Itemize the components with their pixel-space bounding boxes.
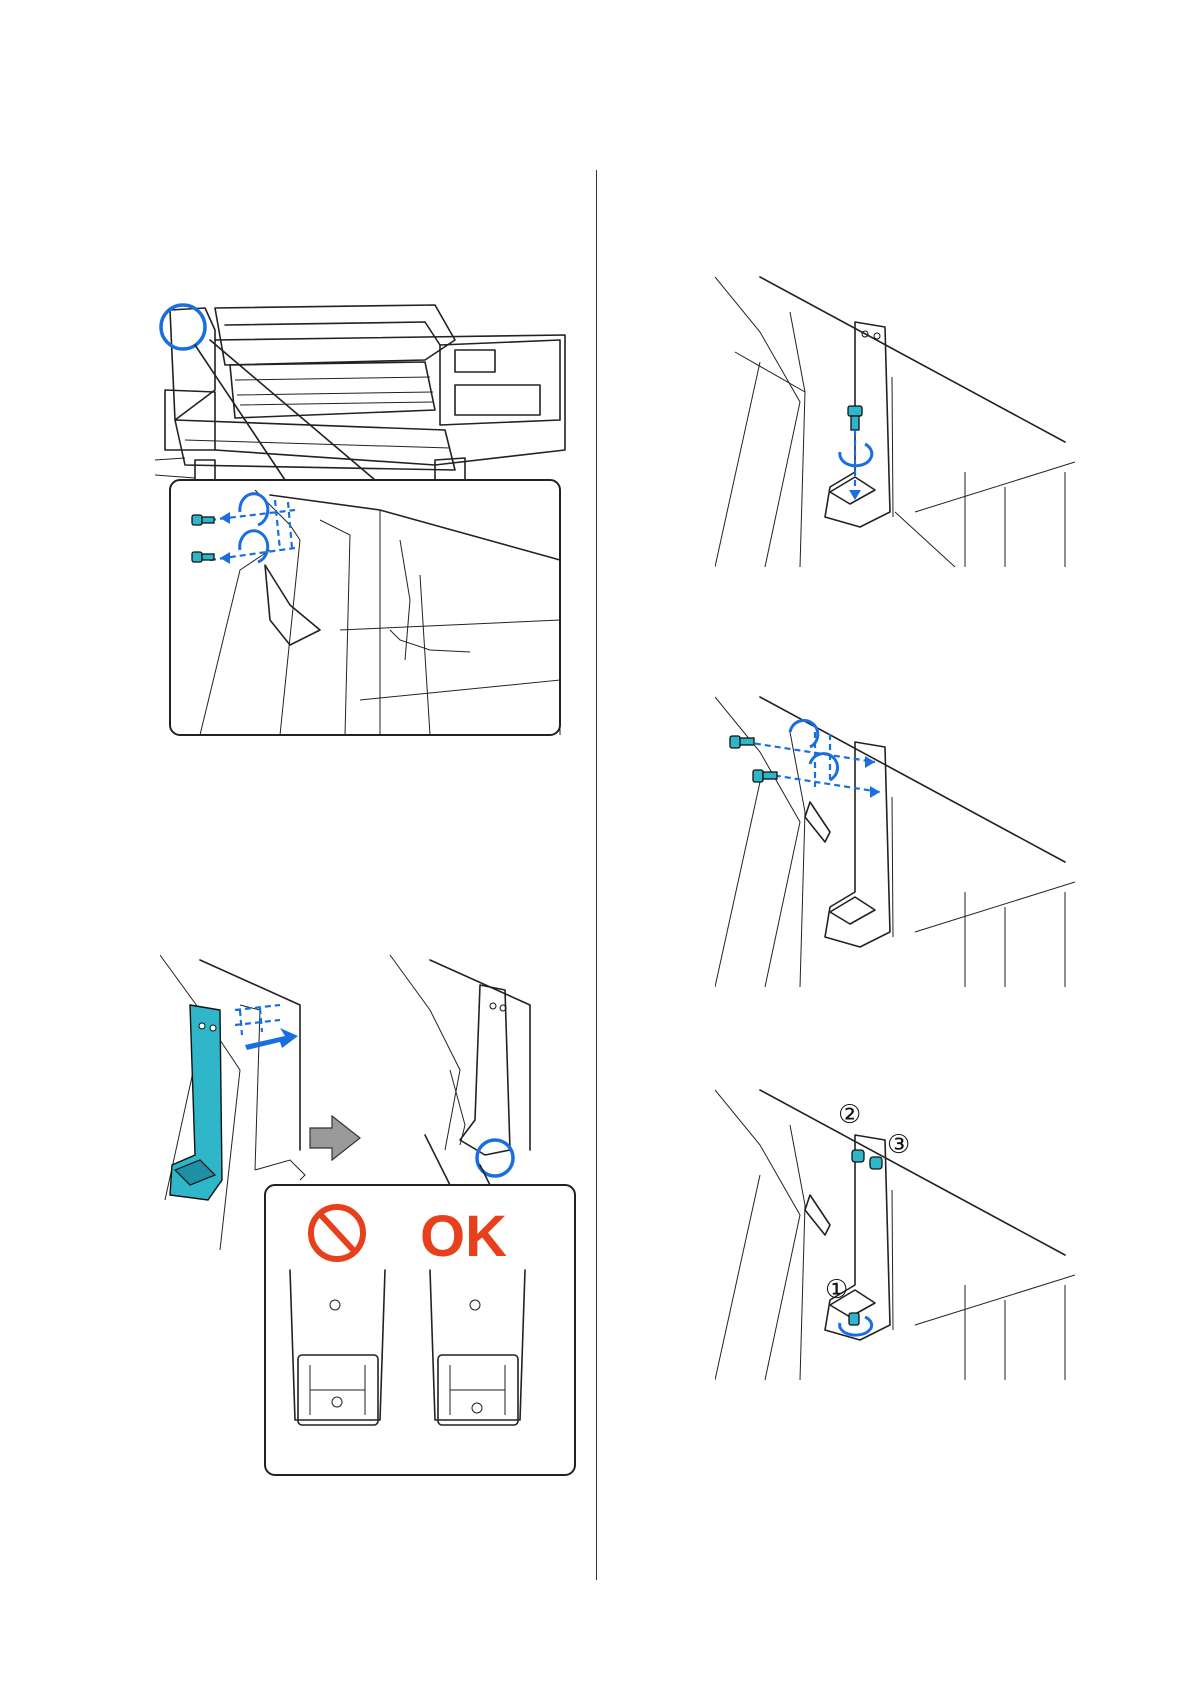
side-screws-figure (715, 692, 1075, 992)
screw-insert-figure (715, 272, 1075, 572)
ok-label: OK (420, 1204, 507, 1269)
column-divider (596, 170, 597, 1580)
order-label-3: ③ (887, 1130, 910, 1160)
order-label-1: ① (825, 1275, 848, 1305)
tighten-order-figure: ① ② ③ (715, 1085, 1075, 1385)
order-label-2: ② (838, 1100, 861, 1130)
printer-overview-figure (155, 300, 575, 740)
bracket-attach-figure: OK (160, 950, 580, 1510)
